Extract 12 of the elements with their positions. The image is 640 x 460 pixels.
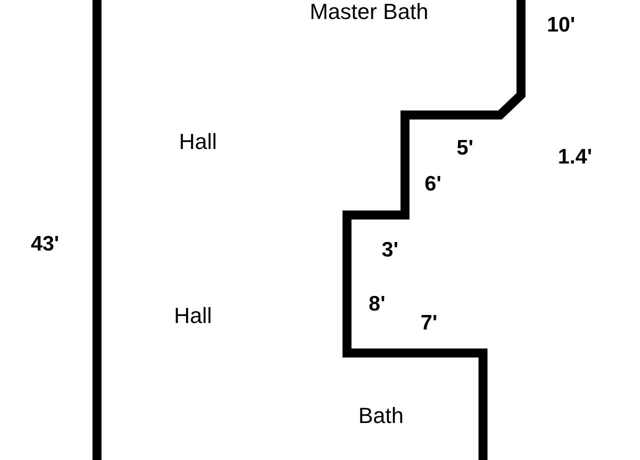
dimension-label: 8' xyxy=(368,294,386,314)
room-label: Hall xyxy=(174,305,212,327)
dimension-label: 1.4' xyxy=(558,146,592,168)
room-label: Bath xyxy=(358,405,404,427)
dimension-label: 10' xyxy=(546,14,576,36)
dimension-label: 43' xyxy=(30,234,60,254)
dimension-label: 6' xyxy=(424,174,442,194)
dimension-label: 5' xyxy=(456,138,474,158)
dimension-label: 7' xyxy=(420,312,438,334)
room-label: Master Bath xyxy=(310,1,428,23)
room-label: Hall xyxy=(179,131,217,153)
dimension-label: 3' xyxy=(382,240,398,260)
